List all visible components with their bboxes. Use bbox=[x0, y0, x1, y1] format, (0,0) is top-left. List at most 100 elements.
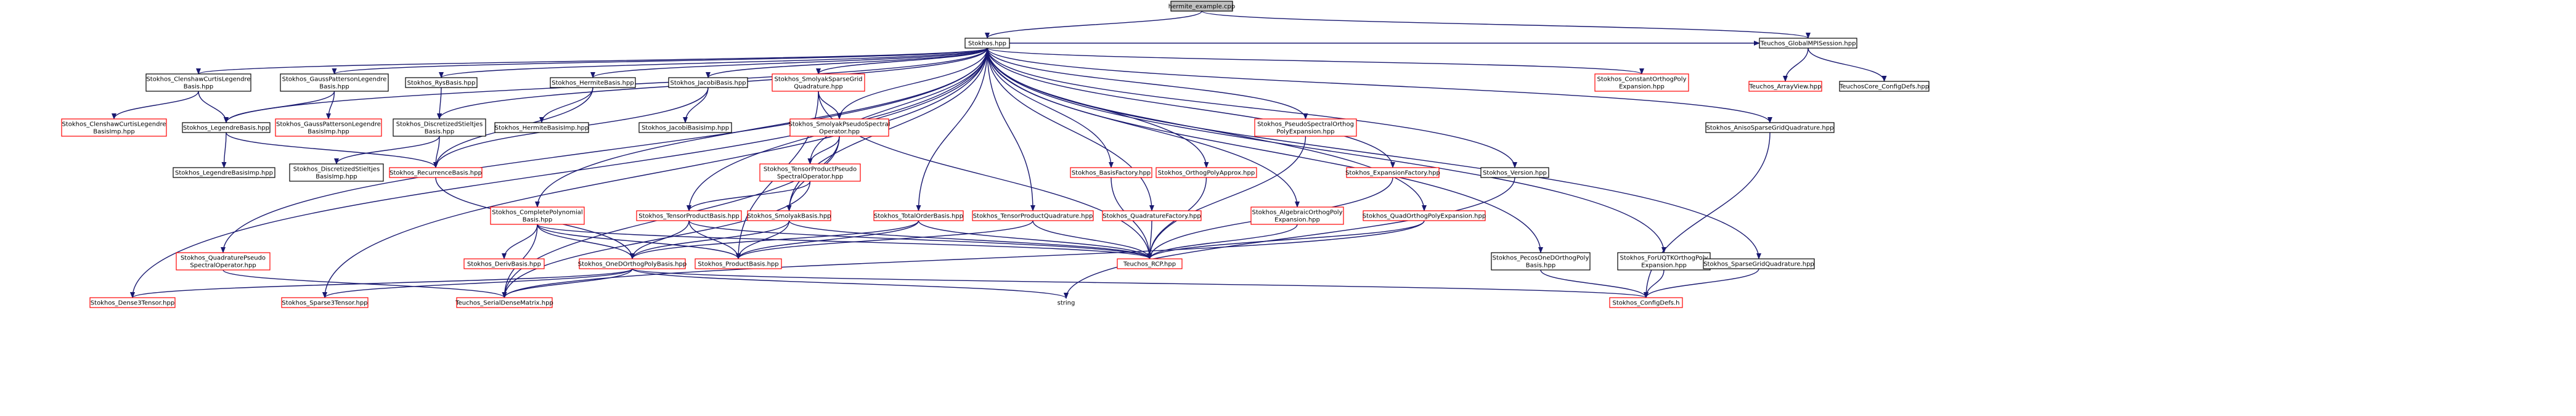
graph-node-stokhos-hpp[interactable]: Stokhos.hpp bbox=[964, 38, 1010, 49]
graph-node-rysbasis[interactable]: Stokhos_RysBasis.hpp bbox=[405, 77, 478, 88]
graph-node-hermite-example[interactable]: hermite_example.cpp bbox=[1168, 1, 1235, 12]
node-box bbox=[1156, 167, 1257, 178]
dependency-edge bbox=[1644, 269, 1665, 298]
graph-node-serialdensematrix[interactable]: Teuchos_SerialDenseMatrix.hpp bbox=[455, 297, 553, 308]
graph-node-smolyakbasis[interactable]: Stokhos_SmolyakBasis.hpp bbox=[747, 210, 831, 221]
node-label: Basis.hpp bbox=[425, 129, 454, 136]
node-box bbox=[1617, 252, 1711, 271]
node-label: Stokhos_HermiteBasisImp.hpp bbox=[495, 125, 589, 132]
dependency-edge bbox=[1147, 224, 1298, 259]
node-box bbox=[61, 118, 167, 137]
node-box bbox=[1170, 1, 1233, 12]
graph-node-productbasis[interactable]: Stokhos_ProductBasis.hpp bbox=[695, 258, 782, 269]
graph-node-jacobibasisimp[interactable]: Stokhos_JacobiBasisImp.hpp bbox=[638, 122, 732, 133]
graph-node-onedorthogpolybasis[interactable]: Stokhos_OneDOrthogPolyBasis.hpp bbox=[578, 258, 687, 269]
node-label: Stokhos_ForUQTKOrthogPoly bbox=[1620, 255, 1708, 262]
node-label: Teuchos_RCP.hpp bbox=[1123, 261, 1176, 268]
graph-node-teuchos-rcp[interactable]: Teuchos_RCP.hpp bbox=[1117, 258, 1183, 269]
graph-node-jacobibasis[interactable]: Stokhos_JacobiBasis.hpp bbox=[668, 77, 748, 88]
graph-node-legendrebasisimp[interactable]: Stokhos_LegendreBasisImp.hpp bbox=[173, 167, 275, 178]
graph-node-basisfactory[interactable]: Stokhos_BasisFactory.hpp bbox=[1070, 167, 1152, 178]
node-label: Stokhos_LegendreBasisImp.hpp bbox=[175, 170, 273, 177]
dependency-edge bbox=[1644, 132, 1771, 298]
graph-node-quadraturepseudospectral[interactable]: Stokhos_QuadraturePseudoSpectralOperator… bbox=[176, 252, 271, 271]
node-label: Stokhos_SmolyakPseudoSpectral bbox=[789, 121, 891, 128]
dependency-edge bbox=[807, 47, 988, 165]
dependency-edge bbox=[502, 268, 633, 298]
dependency-edge bbox=[987, 47, 1308, 120]
graph-node-tensorproductpseudospectral[interactable]: Stokhos_TensorProductPseudoSpectralOpera… bbox=[759, 163, 861, 182]
node-box bbox=[494, 122, 589, 133]
dependency-edge bbox=[1783, 47, 1809, 82]
node-box bbox=[1748, 81, 1822, 92]
graph-node-version[interactable]: Stokhos_Version.hpp bbox=[1480, 167, 1549, 178]
graph-node-hermitebasisimp[interactable]: Stokhos_HermiteBasisImp.hpp bbox=[494, 122, 589, 133]
graph-node-expansionfactory[interactable]: Stokhos_ExpansionFactory.hpp bbox=[1345, 167, 1440, 178]
graph-node-gausspattersonlegendreimp[interactable]: Stokhos_GaussPattersonLegendreBasisImp.h… bbox=[275, 118, 382, 137]
graph-node-quadraturefactory[interactable]: Stokhos_QuadratureFactory.hpp bbox=[1102, 210, 1202, 221]
node-box bbox=[280, 73, 389, 92]
graph-node-orthogpolyapprox[interactable]: Stokhos_OrthogPolyApprox.hpp bbox=[1156, 167, 1257, 178]
graph-node-sparsegridquadrature[interactable]: Stokhos_SparseGridQuadrature.hpp bbox=[1703, 258, 1815, 269]
dependency-edge bbox=[987, 47, 1154, 211]
node-label: TeuchosCore_ConfigDefs.hpp bbox=[1839, 84, 1929, 91]
dependency-edge bbox=[590, 47, 988, 78]
node-box bbox=[463, 258, 545, 269]
graph-node-legendrebasis[interactable]: Stokhos_LegendreBasis.hpp bbox=[182, 122, 271, 133]
graph-node-totalorderbasis[interactable]: Stokhos_TotalOrderBasis.hpp bbox=[873, 210, 964, 221]
dependency-edge bbox=[502, 220, 1425, 298]
graph-node-hermitebasis[interactable]: Stokhos_HermiteBasis.hpp bbox=[550, 77, 636, 88]
node-label: Teuchos_GlobalMPISession.hpp bbox=[1760, 41, 1856, 47]
node-label: Stokhos_TensorProductBasis.hpp bbox=[638, 213, 740, 220]
graph-node-densestensor[interactable]: Stokhos_Dense3Tensor.hpp bbox=[89, 297, 176, 308]
node-box bbox=[1254, 118, 1357, 137]
node-label: Stokhos_DiscretizedStieltjes bbox=[396, 121, 483, 128]
node-box bbox=[1363, 210, 1486, 221]
graph-node-tensorproductbasis[interactable]: Stokhos_TensorProductBasis.hpp bbox=[636, 210, 742, 221]
node-label: Stokhos_AnisoSparseGridQuadrature.hpp bbox=[1706, 125, 1834, 132]
dependency-edge bbox=[198, 91, 229, 123]
graph-node-teuchoscore-configdefs[interactable]: TeuchosCore_ConfigDefs.hpp bbox=[1839, 81, 1930, 92]
graph-node-derivbasis[interactable]: Stokhos_DerivBasis.hpp bbox=[463, 258, 545, 269]
graph-node-configdefs[interactable]: Stokhos_ConfigDefs.h bbox=[1609, 297, 1683, 308]
graph-node-anisosparsegridquadrature[interactable]: Stokhos_AnisoSparseGridQuadrature.hpp bbox=[1705, 122, 1835, 133]
graph-node-sparsestensor[interactable]: Stokhos_Sparse3Tensor.hpp bbox=[281, 297, 369, 308]
graph-node-string[interactable]: string bbox=[1058, 300, 1075, 307]
node-label: Stokhos_ConstantOrthogPoly bbox=[1597, 76, 1687, 83]
node-label: Stokhos_Sparse3Tensor.hpp bbox=[282, 300, 367, 307]
dependency-edge bbox=[196, 47, 988, 75]
dependency-edge bbox=[987, 47, 1761, 259]
graph-node-tensorproductquadrature[interactable]: Stokhos_TensorProductQuadrature.hpp bbox=[972, 210, 1094, 221]
dependency-edge bbox=[985, 10, 1202, 39]
node-box bbox=[289, 163, 384, 182]
graph-node-smolyakpseudospectral[interactable]: Stokhos_SmolyakPseudoSpectralOperator.hp… bbox=[789, 118, 891, 137]
node-label: Stokhos_ClenshawCurtisLegendre bbox=[62, 121, 166, 128]
graph-node-teuchos-globalmpisession[interactable]: Teuchos_GlobalMPISession.hpp bbox=[1759, 38, 1857, 49]
graph-node-pseudospectralorthog[interactable]: Stokhos_PseudoSpectralOrthogPolyExpansio… bbox=[1254, 118, 1357, 137]
node-box bbox=[490, 206, 585, 225]
node-label: Expansion.hpp bbox=[1619, 84, 1665, 91]
dependency-edge bbox=[987, 47, 1517, 168]
node-label: Stokhos_LegendreBasis.hpp bbox=[183, 125, 269, 132]
graph-node-recurrencebasis[interactable]: Stokhos_RecurrenceBasis.hpp bbox=[389, 167, 483, 178]
dependency-edge bbox=[987, 47, 1666, 253]
dependency-edge bbox=[987, 47, 1395, 168]
dependency-edge bbox=[987, 47, 1035, 211]
node-box bbox=[1594, 73, 1689, 92]
dependency-edge bbox=[1808, 47, 1887, 82]
node-label: Stokhos_QuadratureFactory.hpp bbox=[1103, 213, 1200, 220]
node-box bbox=[695, 258, 782, 269]
graph-node-clenshawcurtislegendreimp[interactable]: Stokhos_ClenshawCurtisLegendreBasisImp.h… bbox=[61, 118, 167, 137]
graph-node-teuchos-arrayview[interactable]: Teuchos_ArrayView.hpp bbox=[1748, 81, 1822, 92]
graph-node-quadorthogpolyexpansion[interactable]: Stokhos_QuadOrthogPolyExpansion.hpp bbox=[1363, 210, 1486, 221]
